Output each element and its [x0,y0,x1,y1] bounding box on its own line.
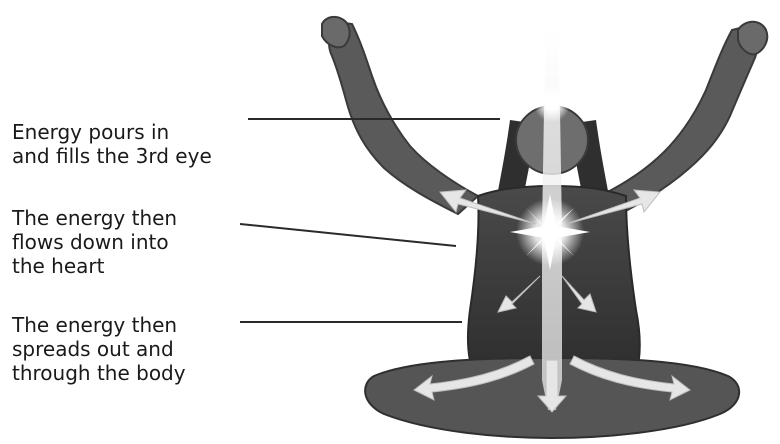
label-body: The energy then spreads out and through … [12,313,186,385]
label-heart: The energy then flows down into the hear… [12,206,177,278]
right-arm [600,22,767,216]
leader-line-heart [240,224,456,246]
label-3rd-eye: Energy pours in and fills the 3rd eye [12,120,212,168]
crown-light-icon [534,86,570,122]
left-arm [322,17,478,214]
